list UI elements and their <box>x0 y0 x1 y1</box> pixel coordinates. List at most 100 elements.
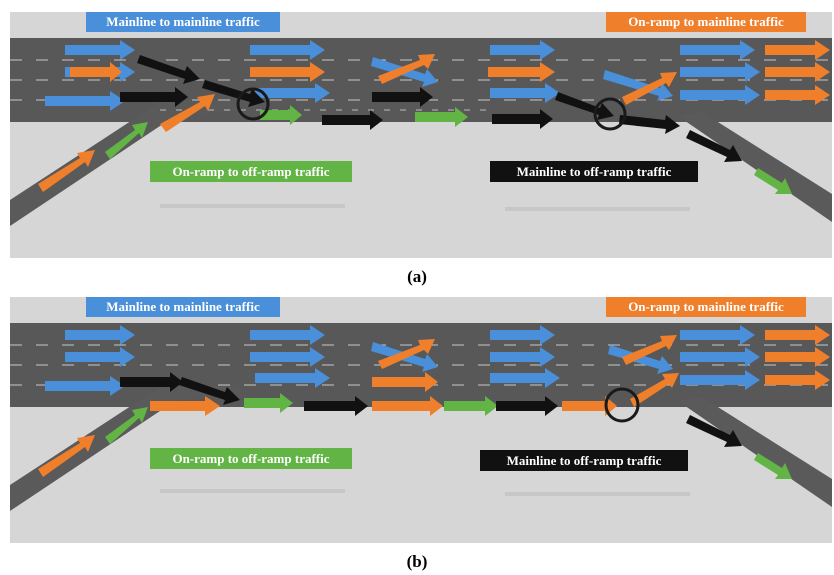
arrow <box>137 55 200 84</box>
label-box <box>480 450 688 471</box>
arrow <box>322 110 383 130</box>
arrow <box>680 85 760 105</box>
label-box <box>490 161 698 182</box>
shadow-line <box>505 207 690 211</box>
arrow <box>260 105 302 125</box>
arrow <box>65 40 135 60</box>
arrow <box>765 325 830 345</box>
arrow <box>45 376 125 396</box>
arrow <box>150 396 220 416</box>
arrow <box>488 62 555 82</box>
blue-arrows <box>45 40 760 111</box>
arrow <box>765 347 830 367</box>
orange-arrows <box>38 40 830 192</box>
label-box <box>150 161 352 182</box>
arrow <box>250 62 325 82</box>
arrow <box>250 347 325 367</box>
label-onramp-to-offramp: On-ramp to off-ramp traffic <box>172 164 329 179</box>
arrows-b <box>38 325 830 479</box>
label-mainline-to-offramp: Mainline to off-ramp traffic <box>517 164 672 179</box>
arrow <box>120 372 183 392</box>
arrow <box>415 107 468 127</box>
label-mainline-to-offramp: Mainline to off-ramp traffic <box>507 453 662 468</box>
label-box <box>606 297 806 317</box>
green-arrows <box>105 393 792 479</box>
label-mainline-to-mainline: Mainline to mainline traffic <box>106 299 260 314</box>
panel-a: Mainline to mainline traffic On-ramp to … <box>10 12 832 258</box>
diagram-a: Mainline to mainline traffic On-ramp to … <box>10 12 832 258</box>
arrow <box>765 370 830 390</box>
arrow <box>105 407 148 444</box>
off-ramp-road <box>678 112 832 222</box>
arrow <box>202 80 265 107</box>
arrow <box>630 373 679 407</box>
arrow <box>680 347 760 367</box>
conflict-point <box>604 387 640 423</box>
arrow <box>490 325 555 345</box>
label-box <box>86 12 280 32</box>
label-mainline-to-mainline: Mainline to mainline traffic <box>106 14 260 29</box>
arrow <box>492 109 553 129</box>
arrow <box>496 396 558 416</box>
arrow <box>444 396 498 416</box>
arrow <box>490 347 555 367</box>
conflict-point <box>593 97 627 131</box>
arrow <box>105 122 148 159</box>
off-ramp-road <box>678 397 832 507</box>
arrow <box>490 368 560 388</box>
arrow <box>372 396 443 416</box>
on-ramp-road <box>10 385 240 511</box>
label-box <box>606 12 806 32</box>
arrow <box>38 150 95 192</box>
arrow <box>680 370 760 390</box>
black-arrows <box>120 372 742 447</box>
shadow-line <box>505 492 690 496</box>
arrow <box>38 435 95 477</box>
arrow <box>680 325 755 345</box>
arrow <box>179 377 240 405</box>
arrow <box>562 396 617 416</box>
label-box <box>150 448 352 469</box>
conflict-point <box>236 87 270 121</box>
arrow <box>619 115 680 134</box>
arrow <box>490 40 555 60</box>
arrow <box>372 372 438 392</box>
arrow <box>255 83 330 103</box>
label-onramp-to-mainline: On-ramp to mainline traffic <box>628 14 784 29</box>
arrow <box>622 72 677 105</box>
arrow <box>160 94 215 132</box>
on-ramp-road <box>10 100 240 226</box>
diagram-b: Mainline to mainline traffic On-ramp to … <box>10 297 832 543</box>
arrow <box>378 339 435 369</box>
green-arrows <box>105 105 792 194</box>
caption-b: (b) <box>406 552 428 571</box>
arrow <box>754 168 792 194</box>
arrow <box>372 87 433 107</box>
arrow <box>765 40 830 60</box>
shadow-line <box>160 489 345 493</box>
label-onramp-to-mainline: On-ramp to mainline traffic <box>628 299 784 314</box>
arrow <box>603 70 673 101</box>
arrow <box>45 91 125 111</box>
arrow <box>120 87 188 107</box>
arrow <box>686 130 742 162</box>
arrow <box>378 54 435 84</box>
arrow <box>65 347 135 367</box>
black-arrows <box>120 55 742 162</box>
label-box <box>86 297 280 317</box>
arrow <box>754 453 792 479</box>
arrow <box>622 335 677 365</box>
arrows-a <box>38 40 830 194</box>
caption-a: (a) <box>407 267 427 286</box>
arrow <box>304 396 368 416</box>
arrow <box>490 83 560 103</box>
orange-arrows <box>38 325 830 477</box>
arrow <box>608 345 673 374</box>
shadow-line <box>160 204 345 208</box>
arrow <box>555 92 614 120</box>
arrow <box>680 62 760 82</box>
arrow <box>250 325 325 345</box>
arrow <box>680 40 755 60</box>
label-onramp-to-offramp: On-ramp to off-ramp traffic <box>172 451 329 466</box>
panel-b: Mainline to mainline traffic On-ramp to … <box>10 297 832 543</box>
